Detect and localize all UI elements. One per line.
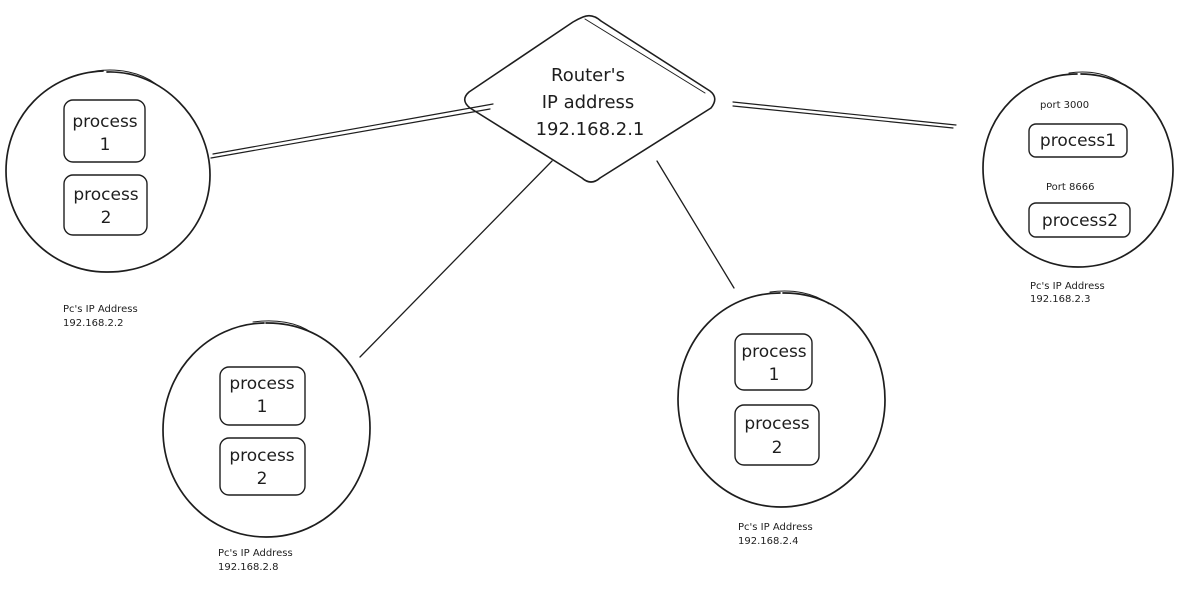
router-node: Router's IP address 192.168.2.1 <box>463 14 716 183</box>
pc-bottom-right-process1-label: process <box>741 342 806 362</box>
connection-router-to-bottom-right-pc <box>656 160 735 289</box>
pc-bottom-right-process1-number: 1 <box>769 365 780 385</box>
pc-right-process1-label: process1 <box>1040 131 1116 151</box>
pc-bottom-right-process1-box <box>734 333 813 391</box>
router-ip-address: 192.168.2.1 <box>536 119 645 140</box>
pc-right-process2-box <box>1028 202 1131 238</box>
pc-bottom-left-circle <box>162 322 371 538</box>
pc-bottom-right-process2-box <box>734 404 820 466</box>
pc-bottom-left-process2-label: process <box>229 446 294 466</box>
pc-bottom-left-process1-number: 1 <box>257 397 268 417</box>
pc-left-process2-box <box>63 174 148 236</box>
pc-left-circle <box>5 70 211 273</box>
pc-bottom-right-caption-title: Pc's IP Address <box>738 522 813 533</box>
router-diamond <box>463 14 716 183</box>
pc-bottom-right-process2-number: 2 <box>772 438 783 458</box>
pc-right-port1-label: port 3000 <box>1040 100 1089 111</box>
router-label-line1: Router's <box>551 65 625 86</box>
pc-left: process 1 process 2 Pc's IP Address 192.… <box>5 69 211 329</box>
pc-bottom-left-ip-address: 192.168.2.8 <box>218 562 278 573</box>
pc-bottom-right-ip-address: 192.168.2.4 <box>738 536 798 547</box>
pc-right-port2-label: Port 8666 <box>1046 182 1094 193</box>
connection-router-to-left-pc <box>210 103 494 159</box>
pc-left-process1-number: 1 <box>100 135 111 155</box>
connection-router-to-bottom-left-pc <box>359 160 553 358</box>
connections <box>210 101 957 358</box>
pc-left-ip-address: 192.168.2.2 <box>63 318 123 329</box>
pc-left-process1-box <box>63 99 146 163</box>
pc-right: port 3000 process1 Port 8666 process2 Pc… <box>982 71 1174 305</box>
pc-right-circle <box>982 73 1174 268</box>
pc-bottom-left-process1-box <box>219 366 306 426</box>
router-label-line2: IP address <box>542 92 635 113</box>
pc-right-process1-box <box>1028 123 1128 158</box>
pc-bottom-right-circle <box>677 292 886 508</box>
pc-left-process2-number: 2 <box>101 208 112 228</box>
pc-bottom-left-process2-number: 2 <box>257 469 268 489</box>
pc-left-process2-label: process <box>73 185 138 205</box>
pc-right-ip-address: 192.168.2.3 <box>1030 294 1090 305</box>
pc-bottom-left-caption-title: Pc's IP Address <box>218 548 293 559</box>
pc-bottom-left-process2-box <box>219 437 306 496</box>
pc-left-process1-label: process <box>72 112 137 132</box>
connection-router-to-right-pc <box>732 101 957 129</box>
pc-bottom-right: process 1 process 2 Pc's IP Address 192.… <box>677 290 886 547</box>
pc-left-caption-title: Pc's IP Address <box>63 304 138 315</box>
pc-bottom-left-process1-label: process <box>229 374 294 394</box>
pc-right-caption-title: Pc's IP Address <box>1030 281 1105 292</box>
pc-bottom-right-process2-label: process <box>744 414 809 434</box>
pc-bottom-left: process 1 process 2 Pc's IP Address 192.… <box>162 320 371 573</box>
pc-right-process2-label: process2 <box>1042 211 1118 231</box>
